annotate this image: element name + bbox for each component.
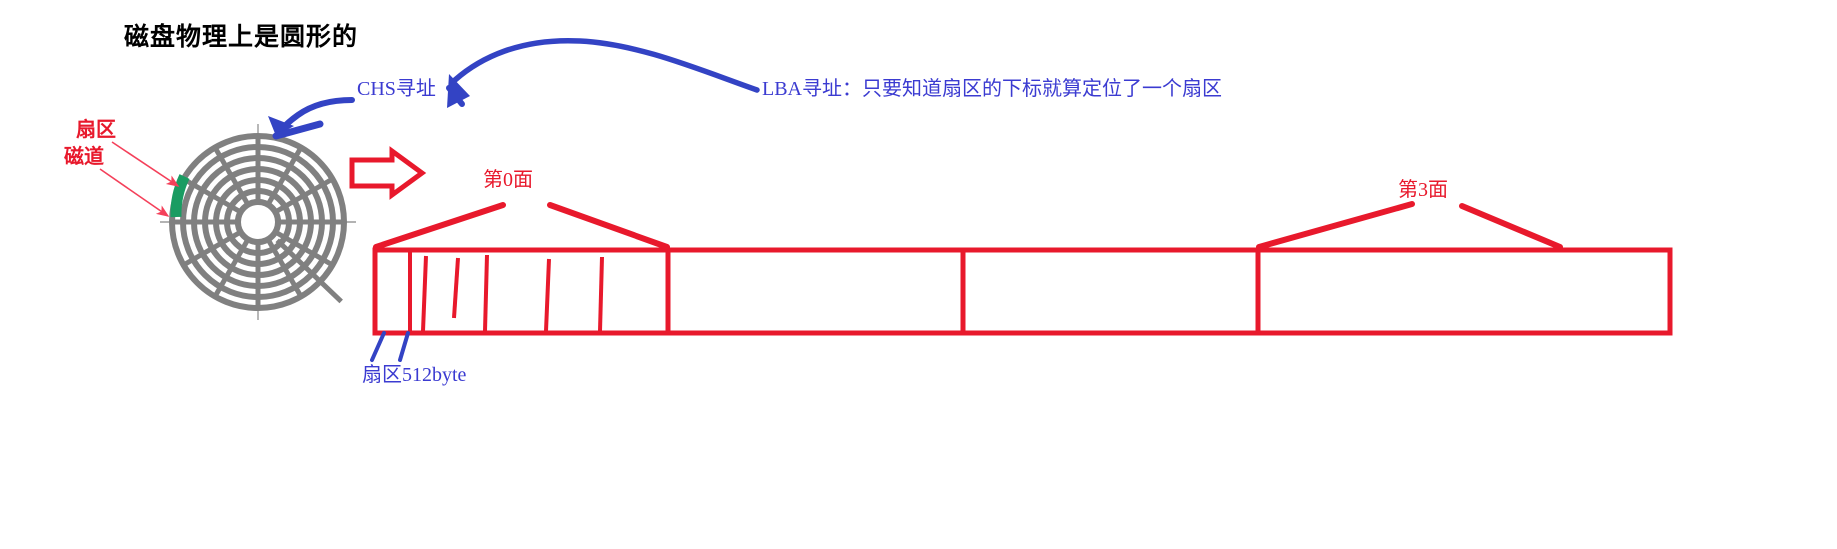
strip-sector-tick [452, 257, 460, 319]
disk-spoke [182, 176, 242, 215]
lba-arrow-curve [452, 37, 760, 93]
strip-sector-tick [598, 256, 604, 332]
strip-outline [372, 247, 1673, 336]
track-label: 磁道 [64, 146, 104, 168]
sector-size-leader-left [370, 331, 386, 362]
chs-addressing-label: CHS寻址 [357, 78, 436, 100]
face-0-label: 第0面 [483, 169, 533, 191]
disk-hub-fill [238, 202, 278, 242]
track-pointer-line [99, 168, 170, 217]
lba-arrow [446, 37, 760, 108]
lba-addressing-label: LBA寻址：只要知道扇区的下标就算定位了一个扇区 [762, 78, 1222, 100]
face0-callout-right-line [547, 202, 670, 250]
unrolled-platter-strip [372, 247, 1673, 336]
transform-block-arrow-shape [349, 146, 427, 200]
disk-spoke [212, 146, 251, 206]
lba-arrow-head [447, 74, 470, 108]
disk-spoke [182, 229, 242, 268]
sector-label: 扇区 [76, 119, 116, 141]
disk-spoke [265, 238, 304, 298]
chs-arrow-head [268, 116, 294, 136]
strip-sector-tick [421, 255, 428, 332]
face-3-label: 第3面 [1398, 179, 1448, 201]
sector-size-leader-right [398, 331, 410, 362]
track-pointer-arrow [99, 168, 170, 217]
lba-arrow-head-barb [446, 85, 465, 107]
face0-callout [373, 202, 670, 250]
sector-pointer-line [111, 141, 180, 187]
disk-spoke [274, 229, 334, 268]
sector-pointer-arrow [111, 141, 180, 187]
chs-arrow [268, 97, 355, 140]
sector-size-label: 扇区512byte [362, 364, 467, 386]
highlighted-sector-arc [170, 174, 190, 218]
chs-arrow-tail-stroke [272, 120, 324, 140]
transform-block-arrow [349, 146, 427, 200]
disk-spoke [212, 238, 251, 298]
disk-spoke [274, 176, 334, 215]
page-title: 磁盘物理上是圆形的 [124, 24, 359, 51]
face0-callout-left-line [373, 202, 506, 250]
disk-sector-spokes [172, 136, 344, 308]
disk-spoke [275, 238, 343, 304]
strip-sector-tick [544, 258, 551, 332]
sector-size-leader [370, 331, 410, 362]
disk-hub-ring [235, 199, 281, 245]
face3-callout-left-line [1256, 201, 1415, 250]
face3-callout [1256, 201, 1563, 250]
strip-sector-tick [483, 254, 489, 332]
disk-platter [160, 124, 356, 320]
face3-callout-right-line [1459, 203, 1563, 250]
disk-spoke [265, 146, 304, 206]
